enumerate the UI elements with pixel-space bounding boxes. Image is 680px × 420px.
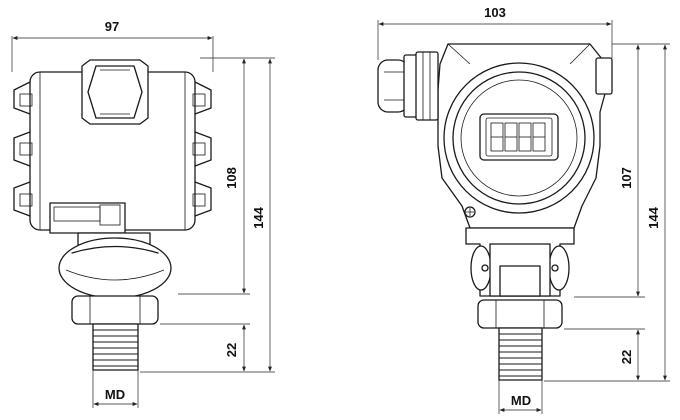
front-thread-length-label: 22 xyxy=(619,350,634,364)
side-view-labels: 97 108 144 22 MD xyxy=(105,19,266,402)
side-housing-height-label: 108 xyxy=(224,167,239,189)
front-housing-height-label: 107 xyxy=(619,167,634,189)
front-view-transmitter xyxy=(377,43,613,381)
front-thread-label: MD xyxy=(511,393,531,408)
side-total-height-label: 144 xyxy=(251,206,266,228)
side-width-label: 97 xyxy=(105,19,119,34)
front-view-labels: 103 107 144 22 MD xyxy=(484,5,661,408)
front-total-height-label: 144 xyxy=(646,206,661,228)
side-thread-label: MD xyxy=(105,387,125,402)
side-view-dimensions xyxy=(11,36,275,408)
side-view-transmitter xyxy=(13,59,212,371)
front-view-dimensions xyxy=(377,20,670,414)
side-thread-length-label: 22 xyxy=(224,343,239,357)
front-width-label: 103 xyxy=(484,5,506,20)
